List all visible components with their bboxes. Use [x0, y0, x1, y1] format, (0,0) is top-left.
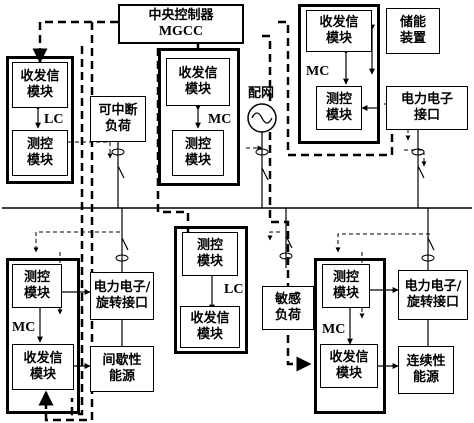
interruptible-load-box: 可中断 负荷	[90, 96, 146, 142]
transceiver-module-bottom-middle: 收发信 模块	[180, 306, 240, 348]
unit-frame-bottom-left-mc	[6, 258, 80, 414]
communication-links	[32, 20, 394, 422]
mgcc-controller-box: 中央控制器 MGCC	[118, 4, 244, 44]
measure-module-top-middle: 测控 模块	[172, 130, 224, 176]
mc-label-bottom-left: MC	[12, 320, 36, 335]
mgcc-title: 中央控制器	[148, 8, 214, 23]
unit-frame-top-middle-mc	[158, 48, 240, 186]
transceiver-module-top-left: 收发信 模块	[12, 62, 68, 108]
measure-module-top-left: 测控 模块	[12, 130, 68, 176]
measure-module-bottom-right: 测控 模块	[322, 264, 370, 308]
transceiver-module-bottom-left: 收发信 模块	[12, 344, 74, 390]
grid-source-symbol	[247, 103, 277, 133]
transceiver-module-top-middle: 收发信 模块	[166, 58, 230, 106]
transceiver-module-top-right: 收发信 模块	[306, 10, 372, 52]
power-electronics-interface-top: 电力电子 接口	[386, 86, 468, 130]
mgcc-subtitle: MGCC	[158, 24, 204, 39]
continuous-energy-source-box: 连续性 能源	[398, 346, 454, 394]
mc-label-top-middle: MC	[208, 112, 232, 127]
intermittent-energy-source-box: 间歇性 能源	[90, 346, 154, 392]
measure-module-bottom-left: 测控 模块	[12, 264, 62, 308]
power-feeders	[117, 128, 429, 348]
unit-frame-bottom-middle-lc	[174, 226, 248, 354]
lc-label-top-left: LC	[44, 112, 64, 127]
power-electronics-rotary-interface-right: 电力电子/ 旋转接口	[398, 270, 468, 320]
mc-label-bottom-right: MC	[322, 322, 346, 337]
transceiver-module-bottom-right: 收发信 模块	[320, 344, 378, 388]
power-electronics-rotary-interface-left: 电力电子/ 旋转接口	[90, 272, 154, 320]
breaker-switches	[117, 165, 435, 251]
unit-frame-top-right-mc	[298, 4, 380, 144]
measure-module-bottom-middle: 测控 模块	[182, 232, 238, 276]
unit-frame-top-left-lc	[6, 56, 74, 184]
storage-device-box: 储能 装置	[386, 8, 440, 54]
sensitive-load-box: 敏感 负荷	[262, 286, 314, 330]
current-transformers	[111, 148, 435, 262]
lc-label-bottom-middle: LC	[224, 282, 244, 297]
measure-module-top-right: 测控 模块	[316, 86, 362, 130]
grid-label: 配网	[248, 86, 275, 101]
mc-label-top-right: MC	[306, 64, 330, 79]
unit-frame-bottom-right-mc	[314, 258, 386, 414]
